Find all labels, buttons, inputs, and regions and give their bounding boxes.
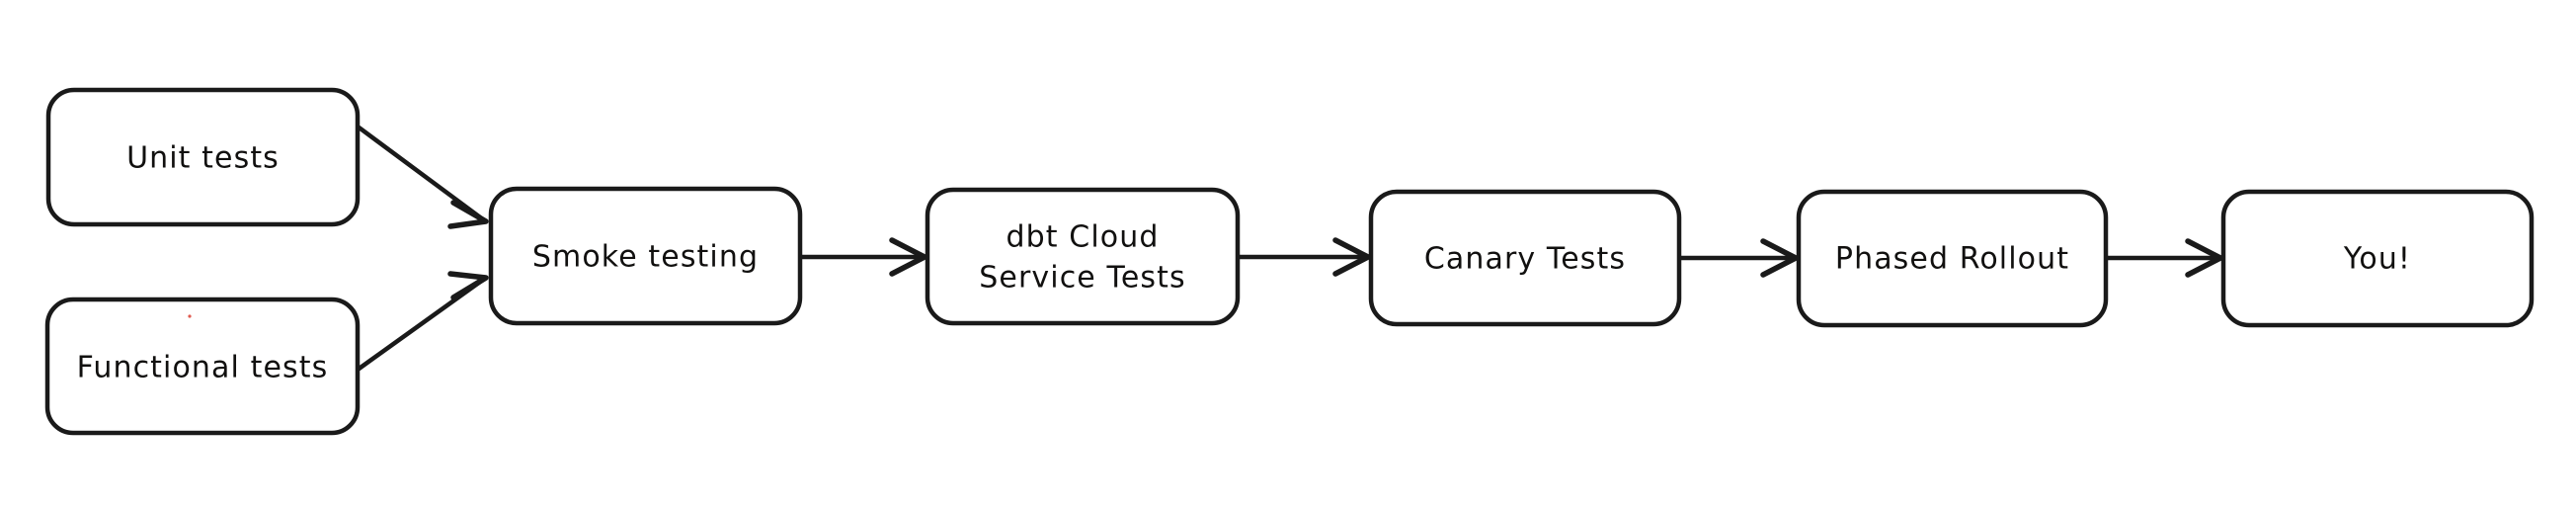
node-you-box[interactable] [2220, 189, 2535, 328]
edge-smoke-to-dbt-arrowhead [889, 237, 927, 277]
node-functional-tests-box[interactable] [44, 297, 361, 436]
edge-phased-to-you-arrowhead [2185, 238, 2223, 278]
node-smoke-testing-box[interactable] [488, 186, 803, 326]
node-smoke-testing[interactable]: Smoke testing [488, 186, 803, 326]
node-phased-rollout[interactable]: Phased Rollout [1796, 189, 2109, 328]
node-phased-rollout-label: Phased Rollout [1835, 242, 2069, 277]
node-unit-tests-box[interactable] [45, 87, 361, 227]
node-smoke-testing-label: Smoke testing [532, 240, 759, 275]
edge-smoke-to-dbt [802, 237, 927, 277]
edge-unit-to-smoke-line [356, 125, 485, 221]
node-dbt-cloud-service-tests-label-line2: Service Tests [979, 261, 1185, 296]
edge-unit-to-smoke-arrowhead [447, 200, 489, 229]
node-canary-tests-label: Canary Tests [1424, 242, 1626, 277]
edge-canary-to-phased [1681, 238, 1799, 278]
node-unit-tests-label: Unit tests [126, 141, 280, 176]
nodes-layer: Unit tests Functional tests Smoke testin… [44, 87, 2535, 436]
node-dbt-cloud-service-tests[interactable]: dbt Cloud Service Tests [925, 187, 1241, 326]
node-you-label: You! [2343, 242, 2411, 277]
ink-speck [188, 314, 192, 318]
edge-unit-to-smoke [356, 125, 489, 229]
edge-dbt-to-canary [1240, 237, 1371, 277]
node-functional-tests-label: Functional tests [77, 351, 329, 385]
node-phased-rollout-box[interactable] [1796, 189, 2109, 328]
node-you[interactable]: You! [2220, 189, 2535, 328]
edge-phased-to-you [2108, 238, 2223, 278]
edge-canary-to-phased-arrowhead [1760, 238, 1799, 278]
edge-functional-to-smoke-arrowhead [447, 271, 489, 300]
edge-functional-to-smoke [356, 271, 489, 372]
node-dbt-cloud-service-tests-box[interactable] [925, 187, 1241, 326]
node-functional-tests[interactable]: Functional tests [44, 297, 361, 436]
node-dbt-cloud-service-tests-label-line1: dbt Cloud [1006, 220, 1160, 255]
edge-dbt-to-canary-arrowhead [1332, 237, 1371, 277]
edges-layer [356, 125, 2223, 372]
node-canary-tests[interactable]: Canary Tests [1368, 189, 1682, 327]
node-unit-tests[interactable]: Unit tests [45, 87, 361, 227]
node-canary-tests-box[interactable] [1368, 189, 1682, 327]
